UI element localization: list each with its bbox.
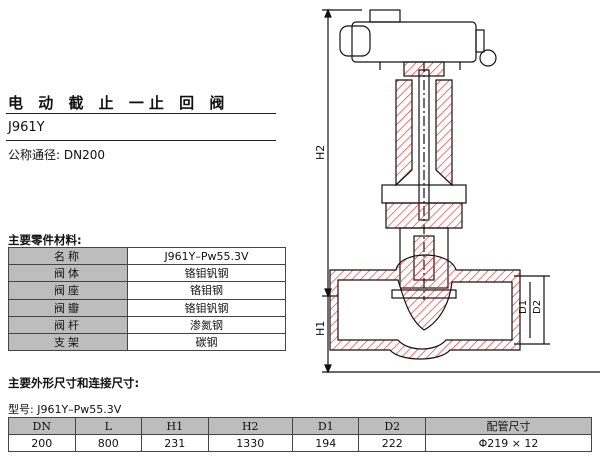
title-divider xyxy=(6,113,276,114)
h2-label: H2 xyxy=(314,145,327,160)
table-cell: 222 xyxy=(358,434,426,452)
column-header: D1 xyxy=(291,417,360,435)
model-code: J961Y xyxy=(8,120,45,135)
model-divider xyxy=(6,140,276,141)
table-cell: 194 xyxy=(291,434,360,452)
table-cell: 200 xyxy=(8,434,76,452)
dimensions-heading: 主要外形尺寸和连接尺寸: xyxy=(8,376,140,390)
part-material: 渗氮钢 xyxy=(127,315,286,334)
d1-label: D1 xyxy=(518,300,529,314)
h1-label: H1 xyxy=(314,321,327,336)
electric-actuator xyxy=(339,9,497,70)
part-name: 阀杆 xyxy=(8,315,128,334)
column-header: H2 xyxy=(207,417,293,435)
materials-heading: 主要零件材料: xyxy=(8,233,82,247)
table-row: 200 800 231 1330 194 222 Φ219 × 12 xyxy=(8,434,592,452)
part-material: 铬钼钒钢 xyxy=(127,298,286,317)
d2-label: D2 xyxy=(532,300,543,314)
column-header: H1 xyxy=(141,417,209,435)
dimensions-model: 型号: J961Y–Pw55.3V xyxy=(8,403,122,416)
table-cell: 800 xyxy=(74,434,143,452)
table-cell: 231 xyxy=(141,434,209,452)
part-name: 名称 xyxy=(8,246,128,266)
table-row: 支架 碳钢 xyxy=(8,332,286,352)
part-name: 阀体 xyxy=(8,264,128,283)
column-header: DN xyxy=(8,417,76,435)
bracket xyxy=(395,61,453,300)
materials-table: 名称 J961Y–Pw55.3V 阀体 铬钼钒钢 阀座 铬钼钢 阀瓣 铬钼钒钢 … xyxy=(8,246,286,352)
table-row: 名称 J961Y–Pw55.3V xyxy=(8,246,286,266)
valve-body xyxy=(329,254,521,360)
table-header-row: DN L H1 H2 D1 D2 配管尺寸 xyxy=(8,417,592,435)
d1-d2-dimension: D1 D2 xyxy=(514,275,550,345)
nominal-diameter: 公称通径: DN200 xyxy=(8,148,105,162)
column-header: 配管尺寸 xyxy=(425,417,592,435)
table-row: 阀体 铬钼钒钢 xyxy=(8,264,286,283)
dimensions-table: DN L H1 H2 D1 D2 配管尺寸 200 800 231 1330 1… xyxy=(8,417,592,452)
part-material: 碳钢 xyxy=(127,332,286,352)
column-header: D2 xyxy=(358,417,426,435)
table-row: 阀座 铬钼钢 xyxy=(8,281,286,300)
table-cell: Φ219 × 12 xyxy=(425,434,592,452)
page-title: 电 动 截 止 一止 回 阀 xyxy=(8,94,230,112)
part-material: J961Y–Pw55.3V xyxy=(127,246,286,266)
part-material: 铬钼钒钢 xyxy=(127,264,286,283)
valve-drawing: H2 H1 D xyxy=(314,8,600,374)
part-name: 支架 xyxy=(8,332,128,352)
part-name: 阀瓣 xyxy=(8,298,128,317)
table-row: 阀瓣 铬钼钒钢 xyxy=(8,298,286,317)
h1-dimension: H1 xyxy=(314,296,600,374)
table-cell: 1330 xyxy=(207,434,293,452)
table-row: 阀杆 渗氮钢 xyxy=(8,315,286,334)
part-name: 阀座 xyxy=(8,281,128,300)
column-header: L xyxy=(74,417,143,435)
part-material: 铬钼钢 xyxy=(127,281,286,300)
